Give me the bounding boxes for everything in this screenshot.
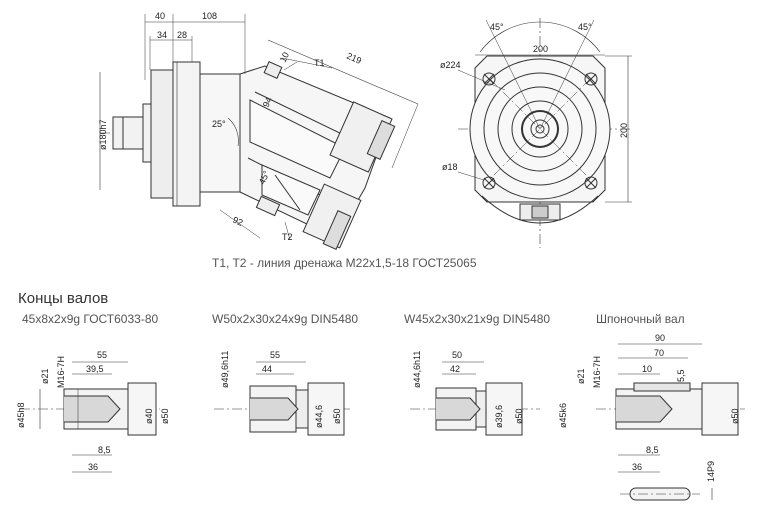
angle-25: 25° xyxy=(212,119,226,129)
s4-len-a: 90 xyxy=(655,333,665,343)
s3-d-mid: ø39,6 xyxy=(494,405,504,428)
s4-len-c: 10 xyxy=(642,364,652,374)
shaft-view-3 xyxy=(410,361,540,436)
s3-d-right: ø50 xyxy=(514,408,524,424)
s1-len-c: 8,5 xyxy=(98,445,111,455)
drain-line-note: T1, T2 - линия дренажа M22x1,5-18 ГОСТ25… xyxy=(212,256,477,270)
dim-34: 34 xyxy=(157,30,167,40)
dim-92: 92 xyxy=(231,215,244,228)
port-t2: T2 xyxy=(282,232,293,242)
port-t1: T1 xyxy=(314,58,325,68)
s1-len-a: 55 xyxy=(97,350,107,360)
angle-right: 45° xyxy=(578,22,592,32)
dim-top-40: 40 xyxy=(155,11,165,21)
dim-219: 219 xyxy=(345,51,363,66)
dim-dia-18: ø18 xyxy=(442,162,458,172)
shaft-view-4 xyxy=(596,343,745,501)
side-view xyxy=(99,14,419,250)
s1-d-mid: ø40 xyxy=(144,408,154,424)
s2-len-b: 44 xyxy=(262,364,272,374)
shaft-label-4: Шпоночный вал xyxy=(596,312,685,326)
s2-len-a: 55 xyxy=(270,350,280,360)
s2-d-top: ø49,6h11 xyxy=(220,351,230,388)
angle-left: 45° xyxy=(490,22,504,32)
s4-len-b: 70 xyxy=(654,348,664,358)
shaft-view-1 xyxy=(20,361,160,473)
dim-28: 28 xyxy=(177,30,187,40)
s2-d-right: ø50 xyxy=(332,408,342,424)
s4-d-right: ø50 xyxy=(730,408,740,424)
s3-len-a: 50 xyxy=(452,350,462,360)
dim-10: 10 xyxy=(278,51,291,64)
s4-d-top: ø21 xyxy=(576,368,586,384)
s1-len-d: 36 xyxy=(88,462,98,472)
dim-top-108: 108 xyxy=(202,11,217,21)
dim-94: 94 xyxy=(261,96,274,109)
s1-d-outer: ø45h8 xyxy=(16,402,26,428)
s3-len-b: 42 xyxy=(450,364,460,374)
s1-d-top: ø21 xyxy=(40,368,50,384)
s4-d-thread: M16-7H xyxy=(592,356,602,388)
dim-dia-224: ø224 xyxy=(440,60,461,70)
s3-d-top: ø44,6h11 xyxy=(412,351,422,388)
s1-d-thread: M16-7H xyxy=(56,356,66,388)
s1-len-b: 39,5 xyxy=(86,364,104,374)
s4-len-f: 36 xyxy=(632,462,642,472)
s4-d-outer: ø45k6 xyxy=(558,403,568,428)
dim-height-200: 200 xyxy=(619,123,629,138)
shaft-label-1: 45x8x2x9g ГОСТ6033-80 xyxy=(22,312,159,326)
s4-key: 14P9 xyxy=(706,461,716,482)
s2-d-mid: ø44,6 xyxy=(314,405,324,428)
section-title: Концы валов xyxy=(18,290,109,307)
shaft-label-3: W45x2x30x21x9g DIN5480 xyxy=(404,312,551,326)
shaft-label-2: W50x2x30x24x9g DIN5480 xyxy=(212,312,359,326)
front-view xyxy=(457,18,632,248)
shaft-view-2 xyxy=(214,361,350,436)
s4-len-d: 5,5 xyxy=(676,369,686,382)
s1-d-right: ø50 xyxy=(160,408,170,424)
dim-shaft-dia: ø180h7 xyxy=(98,119,108,150)
dim-width-200: 200 xyxy=(533,44,548,54)
s4-len-e: 8,5 xyxy=(646,445,659,455)
